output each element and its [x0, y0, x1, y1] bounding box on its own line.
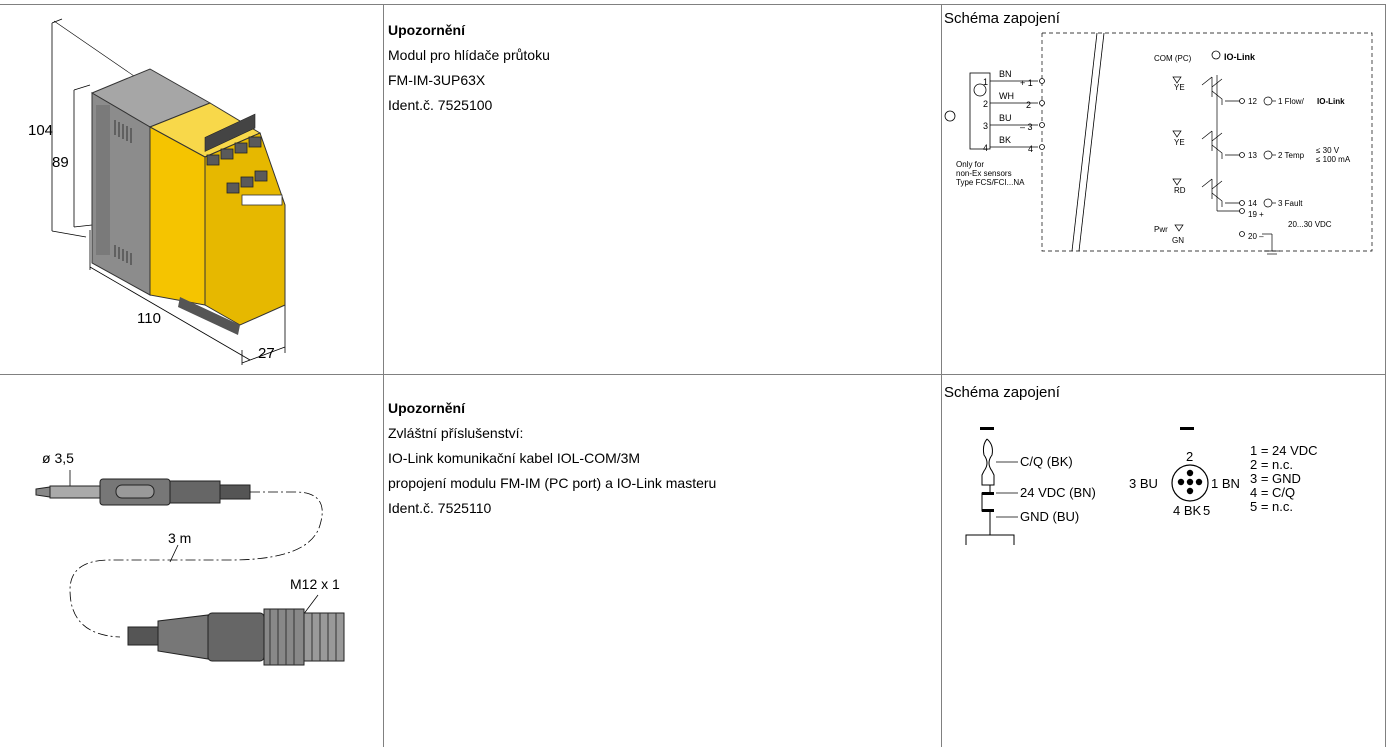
notes-line: FM-IM-3UP63X — [388, 72, 486, 88]
limit-current: ≤ 100 mA — [1316, 155, 1351, 164]
led-label: RD — [1174, 186, 1186, 195]
cable-diameter: ø 3,5 — [42, 450, 74, 466]
m12-pin-left: 3 BU — [1129, 476, 1158, 491]
cable-thread: M12 x 1 — [290, 576, 340, 592]
power-terminal: 20 – — [1248, 232, 1264, 241]
sensor-note: Type FCS/FCI...NA — [956, 178, 1025, 187]
output-terminal: 13 — [1248, 151, 1257, 160]
sensor-pin: 4 — [983, 143, 988, 153]
jack-pin-label: GND (BU) — [1020, 509, 1079, 524]
dim-length: 110 — [137, 310, 161, 327]
led-label: YE — [1174, 83, 1185, 92]
wire-label: WH — [999, 91, 1014, 101]
module-image-cell: 104 89 110 27 — [0, 5, 383, 374]
wire-label: BK — [999, 135, 1011, 145]
terminal-label: 2 — [1026, 100, 1031, 110]
limit-voltage: ≤ 30 V — [1316, 146, 1340, 155]
output-label: 2 Temp — [1278, 151, 1305, 160]
com-label: COM (PC) — [1154, 54, 1192, 63]
pinout-line: 2 = n.c. — [1250, 457, 1293, 472]
pinout-line: 5 = n.c. — [1250, 499, 1293, 514]
notes-line: Modul pro hlídače průtoku — [388, 47, 550, 63]
notes-line: IO-Link komunikační kabel IOL-COM/3M — [388, 450, 641, 466]
sensor-note: Only for — [956, 160, 984, 169]
cable-image-cell: ø 3,5 3 m M12 x 1 — [0, 375, 383, 747]
power-terminal: 19 + — [1248, 210, 1264, 219]
notes-line: propojení modulu FM-IM (PC port) a IO-Li… — [388, 475, 717, 491]
pwr-label: Pwr — [1154, 225, 1168, 234]
output-terminal: 12 — [1248, 97, 1257, 106]
cable-notes: Upozornění Zvláštní příslušenství: IO-Li… — [388, 396, 938, 521]
led-label: YE — [1174, 138, 1185, 147]
output-label: 1 Flow/ — [1278, 97, 1305, 106]
jack-pin-label: 24 VDC (BN) — [1020, 485, 1096, 500]
schema-title: Schéma zapojení — [944, 10, 1060, 27]
row-divider — [0, 374, 1386, 375]
wire-label: BN — [999, 69, 1012, 79]
m12-pin-bottom-left: 4 BK — [1173, 503, 1202, 518]
pinout-line: 4 = C/Q — [1250, 485, 1295, 500]
wire-label: BU — [999, 113, 1012, 123]
sensor-note: non-Ex sensors — [956, 169, 1012, 178]
notes-line: Ident.č. 7525100 — [388, 97, 493, 113]
m12-pin-top: 2 — [1186, 449, 1193, 464]
output-label: 3 Fault — [1278, 199, 1303, 208]
notes-title: Upozornění — [388, 22, 465, 38]
pinout-line: 1 = 24 VDC — [1250, 443, 1318, 458]
notes-line: Zvláštní příslušenství: — [388, 425, 524, 441]
output-iolink: IO-Link — [1317, 97, 1345, 106]
notes-line: Ident.č. 7525110 — [388, 500, 492, 516]
column-divider-2 — [941, 4, 942, 747]
output-terminal: 14 — [1248, 199, 1257, 208]
supply-label: 20...30 VDC — [1288, 220, 1332, 229]
notes-title: Upozornění — [388, 400, 465, 416]
led-label: GN — [1172, 236, 1184, 245]
module-schema-cell: Schéma zapojení 1 2 3 4 BN WH BU BK + 1 … — [942, 5, 1385, 374]
terminal-label: 4 — [1028, 144, 1033, 154]
sensor-pin: 2 — [983, 99, 988, 109]
cable-length: 3 m — [168, 530, 191, 546]
column-divider-1 — [383, 4, 384, 747]
pinout-diagram: C/Q (BK) 24 VDC (BN) GND (BU) 2 3 BU 1 B… — [965, 427, 1318, 545]
iolink-label: IO-Link — [1224, 52, 1256, 62]
cable-schema-cell: Schéma zapojení C/Q (BK) 24 VDC (BN) GND… — [942, 375, 1385, 747]
m12-pin-bottom-right: 5 — [1203, 503, 1210, 518]
sensor-pin: 3 — [983, 121, 988, 131]
module-drawing: 104 89 110 27 — [28, 18, 286, 365]
table-border-top — [0, 4, 1386, 5]
module-notes: Upozornění Modul pro hlídače průtoku FM-… — [388, 18, 938, 118]
dim-height-body: 89 — [52, 154, 69, 171]
sensor-pin: 1 — [983, 77, 988, 87]
dim-width: 27 — [258, 345, 275, 362]
wiring-diagram: 1 2 3 4 BN WH BU BK + 1 2 – 3 4 — [944, 32, 1373, 255]
dim-height-total: 104 — [28, 122, 53, 139]
m12-pin-right: 1 BN — [1211, 476, 1240, 491]
pinout-line: 3 = GND — [1250, 471, 1301, 486]
jack-pin-label: C/Q (BK) — [1020, 454, 1073, 469]
cable-drawing: ø 3,5 3 m M12 x 1 — [35, 450, 345, 666]
schema-title: Schéma zapojení — [944, 384, 1060, 401]
terminal-label: – 3 — [1020, 122, 1033, 132]
terminal-label: + 1 — [1020, 78, 1033, 88]
